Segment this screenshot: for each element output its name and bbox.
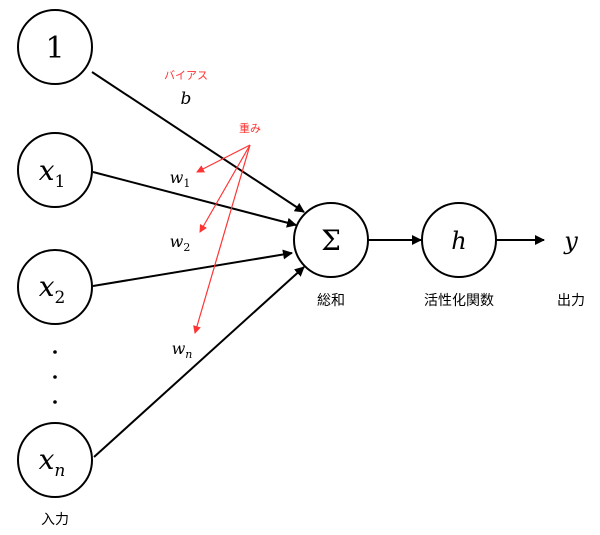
- activation-node: h: [421, 202, 497, 278]
- input-node-xn: xn: [17, 422, 93, 498]
- input-node-x1: x1: [17, 132, 93, 208]
- weight-w2-label: w2: [170, 232, 191, 254]
- input-node-x2: x2: [17, 249, 93, 325]
- edge-xn-to-sum: [93, 266, 305, 458]
- edge-bias-to-sum: [91, 71, 305, 213]
- activation-label: 活性化関数: [424, 293, 494, 309]
- weight-pointer-w1: [196, 144, 251, 173]
- bias-input-value: 1: [45, 31, 64, 66]
- input-xn-label: xn: [39, 443, 66, 481]
- sum-node: Σ: [293, 202, 369, 278]
- sum-symbol: Σ: [321, 224, 341, 257]
- weight-pointer-wn: [193, 144, 251, 334]
- weight-pointer-w2: [199, 144, 251, 233]
- sum-label: 総和: [317, 293, 345, 309]
- input-x1-label: x1: [39, 154, 66, 192]
- bias-annotation: バイアス: [164, 69, 208, 82]
- output-symbol: y: [563, 227, 578, 255]
- input-label: 入力: [41, 512, 69, 528]
- bias-input-node: 1: [17, 9, 93, 85]
- input-ellipsis: [53, 350, 57, 404]
- weight-wn-label: wn: [172, 339, 193, 361]
- edge-x2-to-sum: [92, 249, 293, 287]
- weights-annotation: 重み: [239, 121, 261, 135]
- weight-w1-label: w1: [170, 168, 191, 190]
- bias-symbol: b: [181, 89, 192, 109]
- output-label: 出力: [557, 293, 585, 309]
- edge-x1-to-sum: [92, 171, 297, 228]
- activation-symbol: h: [451, 227, 466, 255]
- input-x2-label: x2: [39, 270, 66, 308]
